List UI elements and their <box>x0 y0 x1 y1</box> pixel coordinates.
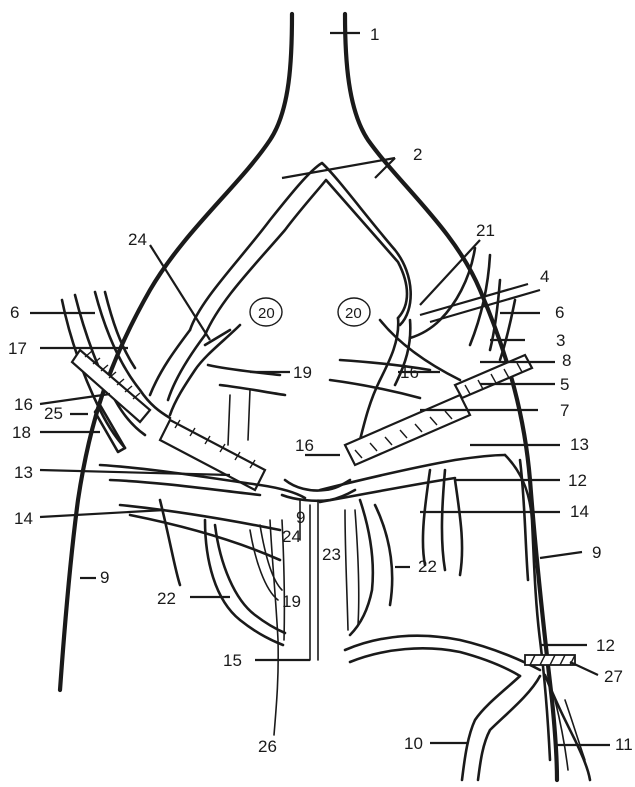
label-14-left: 14 <box>14 509 33 528</box>
label-3: 3 <box>556 331 565 350</box>
right-vessels <box>320 248 550 760</box>
label-18: 18 <box>12 423 31 442</box>
label-16-left: 16 <box>14 395 33 414</box>
label-15: 15 <box>223 651 242 670</box>
label-8: 8 <box>562 351 571 370</box>
label-2: 2 <box>413 145 422 164</box>
label-7: 7 <box>560 401 569 420</box>
label-24-top: 24 <box>128 230 147 249</box>
label-19-bottom: 19 <box>282 592 301 611</box>
left-outer-strands <box>62 292 170 452</box>
label-11: 11 <box>615 735 633 754</box>
label-21: 21 <box>476 221 495 240</box>
label-9-center: 9 <box>296 508 305 527</box>
label-24-center: 24 <box>282 527 301 546</box>
label-1: 1 <box>370 25 379 44</box>
label-19-top: 19 <box>293 363 312 382</box>
inverted-v-vessel <box>190 163 411 335</box>
label-20-left: 20 <box>258 305 275 322</box>
label-6-left: 6 <box>10 303 19 322</box>
label-22-left: 22 <box>157 589 176 608</box>
label-17: 17 <box>8 339 27 358</box>
label-5: 5 <box>560 375 569 394</box>
label-25: 25 <box>44 404 63 423</box>
label-13-left: 13 <box>14 463 33 482</box>
label-20-right: 20 <box>345 305 362 322</box>
label-13-right: 13 <box>570 435 589 454</box>
label-9-right: 9 <box>592 543 601 562</box>
label-10: 10 <box>404 734 423 753</box>
label-4: 4 <box>540 267 549 286</box>
label-27: 27 <box>604 667 623 686</box>
label-16-center: 16 <box>295 436 314 455</box>
label-22-right: 22 <box>418 557 437 576</box>
label-12-upper: 12 <box>568 471 587 490</box>
label-6-right: 6 <box>555 303 564 322</box>
label-23: 23 <box>322 545 341 564</box>
label-12-lower: 12 <box>596 636 615 655</box>
label-26: 26 <box>258 737 277 756</box>
label-16-right: 16 <box>400 363 419 382</box>
label-9-left: 9 <box>100 568 109 587</box>
central-midline <box>282 480 355 660</box>
label-14-right: 14 <box>570 502 589 521</box>
